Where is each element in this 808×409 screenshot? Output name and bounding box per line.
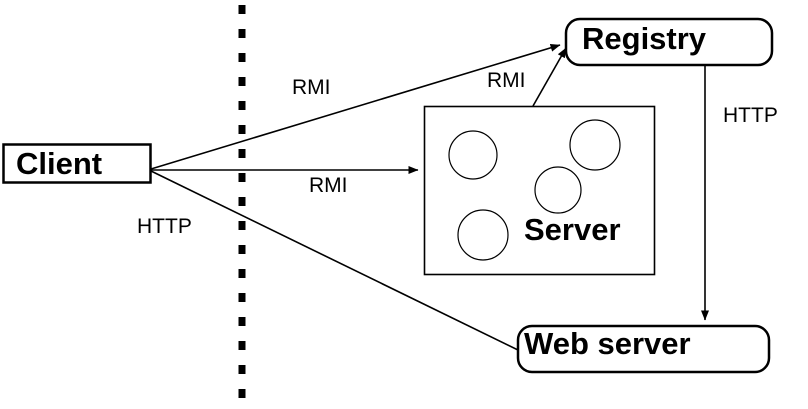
edge-label-rmi-client-registry: RMI <box>292 76 331 99</box>
edge-label-http-client-web-server: HTTP <box>137 215 192 238</box>
server-object-circle <box>534 166 582 214</box>
edge-client-to-web-server <box>150 170 519 351</box>
edge-label-http-registry-web-server: HTTP <box>723 104 778 127</box>
server-object-circle <box>569 119 621 171</box>
edge-client-to-registry <box>150 43 561 170</box>
edge-server-to-registry <box>532 47 567 107</box>
client-node-box[interactable] <box>2 143 152 184</box>
web-server-node-box[interactable] <box>516 324 771 374</box>
server-node-label: Server <box>524 212 621 247</box>
registry-node-label: Registry <box>582 21 707 56</box>
edge-label-rmi-client-server: RMI <box>309 174 348 197</box>
server-object-circle <box>457 209 509 261</box>
registry-node-box[interactable] <box>564 17 774 67</box>
web-server-node-label: Web server <box>524 326 691 361</box>
server-object-circle <box>448 130 498 180</box>
edge-label-rmi-server-registry: RMI <box>487 69 526 92</box>
client-node-label: Client <box>16 146 103 181</box>
